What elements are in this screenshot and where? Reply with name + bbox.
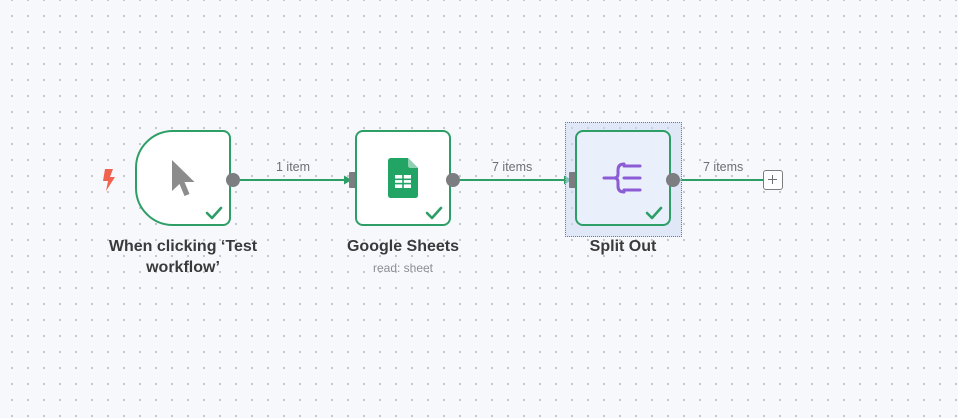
node-subtitle: read: sheet: [372, 261, 434, 275]
cursor-icon: [172, 160, 195, 196]
arrow-head-icon: [344, 175, 352, 185]
success-check-icon: [425, 206, 443, 220]
success-check-icon: [645, 206, 663, 220]
node-title: Split Out: [589, 238, 657, 255]
node-google-sheets[interactable]: [355, 130, 451, 226]
edge-label: 7 items: [703, 160, 744, 174]
output-handle[interactable]: [446, 173, 460, 187]
google-sheets-icon: [388, 158, 418, 198]
lightning-bolt-icon: [103, 169, 115, 191]
node-title: When clicking ‘Test workflow’: [103, 236, 263, 278]
output-handle[interactable]: [226, 173, 240, 187]
split-out-icon: [602, 162, 642, 194]
node-split-out[interactable]: [575, 130, 671, 226]
input-handle[interactable]: [349, 172, 357, 188]
input-handle[interactable]: [569, 172, 577, 188]
node-title-line: workflow’: [146, 259, 220, 276]
success-check-icon: [205, 206, 223, 220]
node-title-line: When clicking ‘Test: [108, 238, 258, 255]
node-title: Google Sheets: [346, 238, 460, 255]
node-manual-trigger[interactable]: [135, 130, 231, 226]
edge-label: 7 items: [492, 160, 533, 174]
add-node-button[interactable]: [763, 170, 783, 190]
edge-label: 1 item: [276, 160, 311, 174]
output-handle[interactable]: [666, 173, 680, 187]
